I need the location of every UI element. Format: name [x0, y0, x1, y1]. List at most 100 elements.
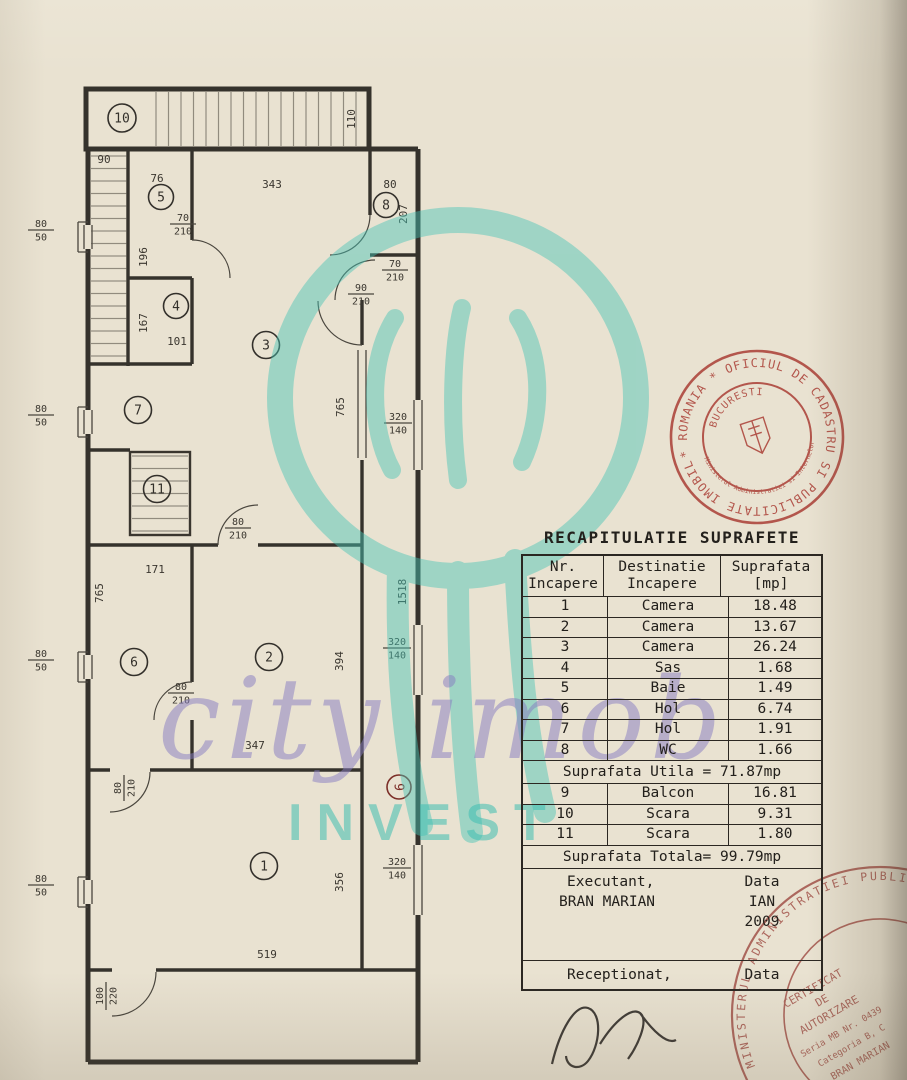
svg-text:50: 50 [35, 663, 47, 674]
table-spacer [523, 934, 821, 960]
table-header-row: Nr. Incapere Destinatie Incapere Suprafa… [523, 556, 821, 597]
watermark-logo [267, 207, 649, 843]
svg-text:70: 70 [389, 259, 401, 270]
watermark-invest-text: INVEST [288, 794, 560, 852]
svg-text:7: 7 [134, 404, 142, 419]
svg-text:11: 11 [149, 483, 165, 498]
executant-block: Executant, Data BRAN MARIAN IAN 2009 [523, 869, 821, 934]
dimension-labels: 110 90 76 343 80 207 196 167 101 765 171… [93, 109, 410, 961]
svg-text:210: 210 [386, 273, 404, 284]
room-number: 10 [107, 103, 137, 133]
signature-scribble [550, 1006, 677, 1069]
svg-text:5: 5 [157, 191, 165, 206]
svg-text:3: 3 [262, 339, 270, 354]
svg-text:140: 140 [388, 871, 406, 882]
svg-text:80: 80 [35, 219, 47, 230]
stair-hatch-11 [132, 454, 188, 533]
room-number: 1 [249, 851, 279, 881]
suprafata-utila-row: Suprafata Utila = 71.87mp [523, 761, 821, 784]
dim-label: 76 [150, 172, 163, 185]
dim-label: 343 [262, 178, 282, 191]
certificate-line2: DE [813, 992, 831, 1010]
svg-text:6: 6 [130, 656, 138, 671]
dim-label: 207 [397, 204, 410, 224]
room-number: 5 [147, 183, 175, 211]
room-numbers: 10 5 8 4 3 7 11 6 2 9 1 [107, 103, 412, 881]
room-number: 8 [372, 191, 400, 219]
dim-label: 347 [245, 739, 265, 752]
stair-hatch-top [149, 92, 366, 146]
svg-text:50: 50 [35, 888, 47, 899]
suprafata-totala-row: Suprafata Totala= 99.79mp [523, 846, 821, 869]
svg-text:80: 80 [35, 649, 47, 660]
svg-text:140: 140 [388, 651, 406, 662]
receptionat-block: Receptionat, Data [523, 959, 821, 989]
svg-text:210: 210 [352, 297, 370, 308]
dim-label: 167 [137, 313, 150, 333]
watermark-script-text: city imob [158, 655, 727, 785]
svg-text:80: 80 [35, 874, 47, 885]
dim-label: 765 [93, 583, 106, 603]
svg-text:1: 1 [260, 860, 268, 875]
svg-text:80: 80 [232, 517, 244, 528]
dim-label: 394 [333, 651, 346, 671]
svg-text:9: 9 [391, 783, 406, 791]
svg-text:220: 220 [109, 987, 120, 1005]
svg-text:4: 4 [172, 300, 180, 315]
room-number: 3 [251, 330, 281, 360]
header-destinatie: Destinatie Incapere [604, 556, 721, 596]
svg-text:90: 90 [355, 283, 367, 294]
svg-text:210: 210 [174, 227, 192, 238]
executant-month: IAN [748, 893, 776, 910]
executant-data-label: Data [744, 873, 780, 890]
svg-text:10: 10 [114, 112, 130, 127]
svg-text:210: 210 [229, 531, 247, 542]
svg-text:320: 320 [389, 412, 407, 423]
svg-text:320: 320 [388, 857, 406, 868]
dim-label: 196 [137, 247, 150, 267]
dim-label: 519 [257, 948, 277, 961]
svg-text:80: 80 [35, 404, 47, 415]
svg-text:140: 140 [389, 426, 407, 437]
room-number: 2 [254, 642, 284, 672]
stair-hatch-left [91, 153, 127, 363]
recap-title: RECAPITULATIE SUPRAFETE [543, 528, 801, 547]
executant-name: BRAN MARIAN [559, 893, 656, 910]
svg-text:210: 210 [172, 696, 190, 707]
dim-label: 90 [97, 153, 110, 166]
executant-label: Executant, [567, 873, 655, 890]
walls [77, 86, 423, 1065]
svg-text:8: 8 [382, 199, 390, 214]
executant-year: 2009 [744, 913, 780, 930]
svg-text:80: 80 [175, 682, 187, 693]
dim-label: 765 [334, 397, 347, 417]
svg-text:2: 2 [265, 651, 273, 666]
svg-text:80: 80 [113, 782, 124, 794]
header-suprafata: Suprafata [mp] [731, 559, 811, 592]
receptionat-label: Receptionat, [567, 966, 672, 983]
dim-label: 1518 [396, 579, 409, 606]
svg-text:210: 210 [127, 779, 138, 797]
room-number: 7 [123, 395, 153, 425]
svg-text:100: 100 [95, 987, 106, 1005]
svg-text:50: 50 [35, 418, 47, 429]
